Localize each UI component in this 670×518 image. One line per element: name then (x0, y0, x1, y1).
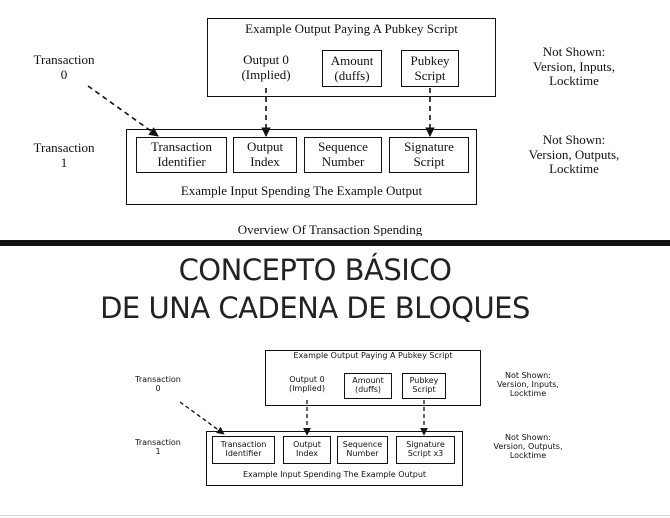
top-output0-label: Output 0 (Implied) (241, 52, 291, 82)
bottom-sequence-field: Sequence Number (337, 436, 388, 464)
bottom-output-box (265, 350, 481, 406)
top-pubkey-field: Pubkey Script (401, 50, 459, 87)
top-transaction-1-label: Transaction 1 (33, 140, 95, 170)
bottom-arrow-tx0-to-txid (179, 401, 225, 435)
bottom-amount-field: Amount (duffs) (344, 373, 392, 399)
top-amount-field: Amount (duffs) (322, 50, 382, 87)
top-input-box (126, 129, 477, 205)
bottom-pubkey-field: Pubkey Script (402, 373, 446, 399)
bottom-output-index-field: Output Index (283, 436, 331, 464)
bottom-not-shown-tx0: Not Shown: Version, Inputs, Locktime (497, 371, 559, 398)
bottom-transaction-0-label: Transaction 0 (135, 375, 181, 393)
top-not-shown-tx1: Not Shown: Version, Outputs, Locktime (528, 132, 620, 177)
top-caption-clip: Overview Of Transaction Spending (200, 222, 460, 236)
bottom-transaction-1-label: Transaction 1 (135, 438, 181, 456)
top-output-box (207, 18, 496, 97)
bottom-txid-field: Transaction Identifier (212, 436, 275, 464)
top-txid-field: Transaction Identifier (136, 137, 227, 173)
top-transaction-0-label: Transaction 0 (33, 52, 95, 82)
top-signature-field: Signature Script (389, 137, 469, 173)
bottom-signature-field: Signature Script x3 (396, 436, 455, 464)
bottom-output0-label: Output 0 (Implied) (289, 375, 325, 393)
section-divider (0, 240, 670, 246)
bottom-input-box (206, 431, 463, 486)
top-sequence-field: Sequence Number (304, 137, 382, 173)
bottom-not-shown-tx1: Not Shown: Version, Outputs, Locktime (493, 433, 563, 460)
slide-heading-line-2: DE UNA CADENA DE BLOQUES (100, 291, 530, 325)
footer-divider (0, 515, 670, 516)
bottom-input-box-title: Example Input Spending The Example Outpu… (242, 470, 427, 479)
slide-heading-line-1: CONCEPTO BÁSICO (178, 253, 452, 287)
top-output-box-title: Example Output Paying A Pubkey Script (245, 21, 458, 36)
bottom-output-box-title: Example Output Paying A Pubkey Script (293, 351, 453, 360)
top-not-shown-tx0: Not Shown: Version, Inputs, Locktime (533, 44, 615, 89)
top-caption: Overview Of Transaction Spending (237, 222, 423, 236)
top-input-box-title: Example Input Spending The Example Outpu… (180, 183, 423, 198)
top-output-index-field: Output Index (233, 137, 297, 173)
